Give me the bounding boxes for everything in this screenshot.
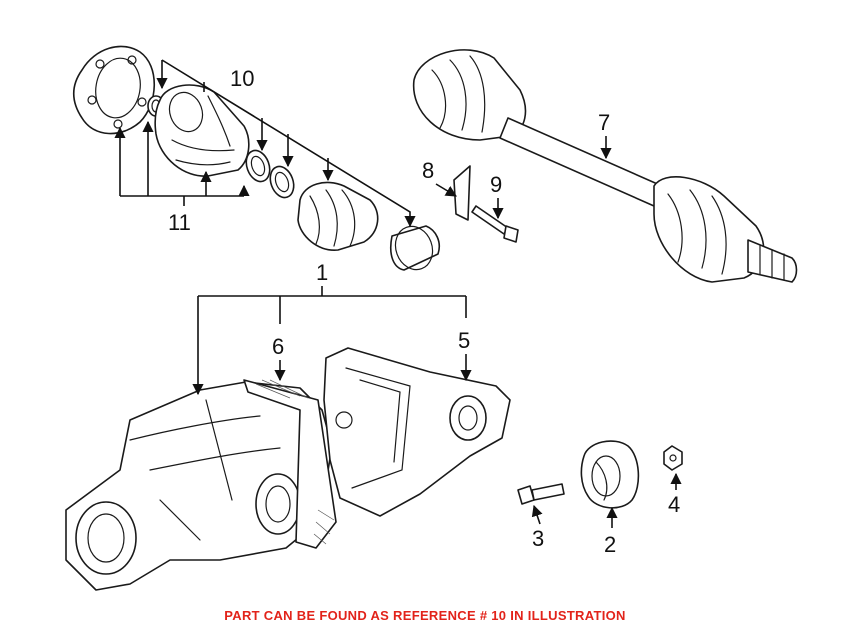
reference-note: PART CAN BE FOUND AS REFERENCE # 10 IN I… bbox=[224, 608, 626, 623]
clip-part bbox=[453, 165, 471, 221]
bolt-part bbox=[471, 205, 519, 243]
leader-11 bbox=[114, 120, 250, 206]
gasket-part bbox=[243, 379, 337, 549]
callout-5: 5 bbox=[458, 328, 470, 353]
callout-6: 6 bbox=[272, 334, 284, 359]
leader-8 bbox=[435, 183, 457, 197]
leader-10 bbox=[156, 59, 416, 228]
callout-1: 1 bbox=[316, 260, 328, 285]
mount-part bbox=[580, 440, 640, 509]
cv-joint-housing-part bbox=[154, 84, 250, 177]
callout-3: 3 bbox=[532, 526, 544, 551]
ring-b-part bbox=[269, 165, 295, 199]
callout-7: 7 bbox=[598, 110, 610, 135]
leader-1 bbox=[192, 286, 467, 396]
flange-part bbox=[72, 45, 156, 135]
differential-housing-part bbox=[65, 381, 333, 591]
leader-3 bbox=[531, 504, 543, 525]
callout-9: 9 bbox=[490, 172, 502, 197]
callout-4: 4 bbox=[668, 492, 680, 517]
callout-2: 2 bbox=[604, 532, 616, 557]
bolt-3-part bbox=[517, 483, 565, 505]
large-ring-part bbox=[389, 225, 441, 271]
cover-part bbox=[323, 347, 511, 517]
boot-part bbox=[297, 181, 379, 251]
callout-10: 10 bbox=[230, 66, 254, 91]
callout-8: 8 bbox=[422, 158, 434, 183]
axle-shaft-part bbox=[412, 49, 798, 283]
ring-a-part bbox=[245, 149, 271, 183]
nut-part bbox=[663, 445, 683, 471]
callout-11: 11 bbox=[168, 210, 191, 235]
